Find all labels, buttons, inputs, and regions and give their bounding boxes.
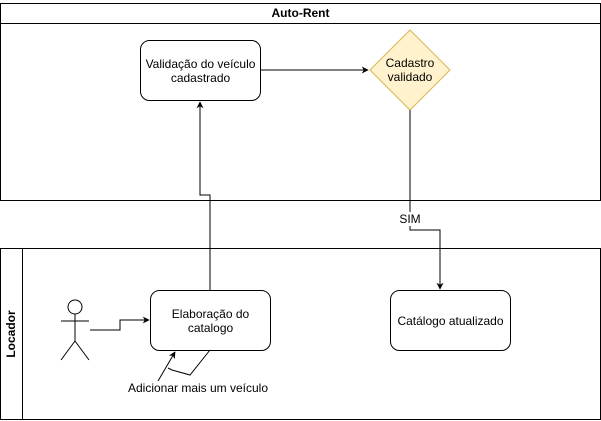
edge-loop-label: Adicionar mais um veículo xyxy=(118,381,278,395)
actor-icon xyxy=(60,299,90,361)
pool-auto-rent-title: Auto-Rent xyxy=(271,6,330,20)
task-catalogo-label: Catálogo atualizado xyxy=(397,313,504,328)
decision-label: Cadastro validado xyxy=(385,56,435,84)
edge-loop-adicionar xyxy=(167,349,211,376)
task-elaboracao-label: Elaboração do catalogo xyxy=(171,306,250,335)
task-catalogo-atualizado[interactable] xyxy=(390,290,511,351)
edge-elaboracao-to-validacao xyxy=(196,101,211,290)
edge-loop-arrow xyxy=(157,351,176,382)
pool-locador-title: Locador xyxy=(4,310,18,358)
edge-actor-to-elaboracao xyxy=(90,316,150,331)
pool-auto-rent xyxy=(0,3,601,201)
edge-decisao-to-catalogo xyxy=(409,110,444,290)
edge-sim-label: SIM xyxy=(392,212,428,226)
task-elaboracao[interactable] xyxy=(150,290,271,351)
task-validacao-label: Validação do veículo cadastrado xyxy=(145,56,256,85)
